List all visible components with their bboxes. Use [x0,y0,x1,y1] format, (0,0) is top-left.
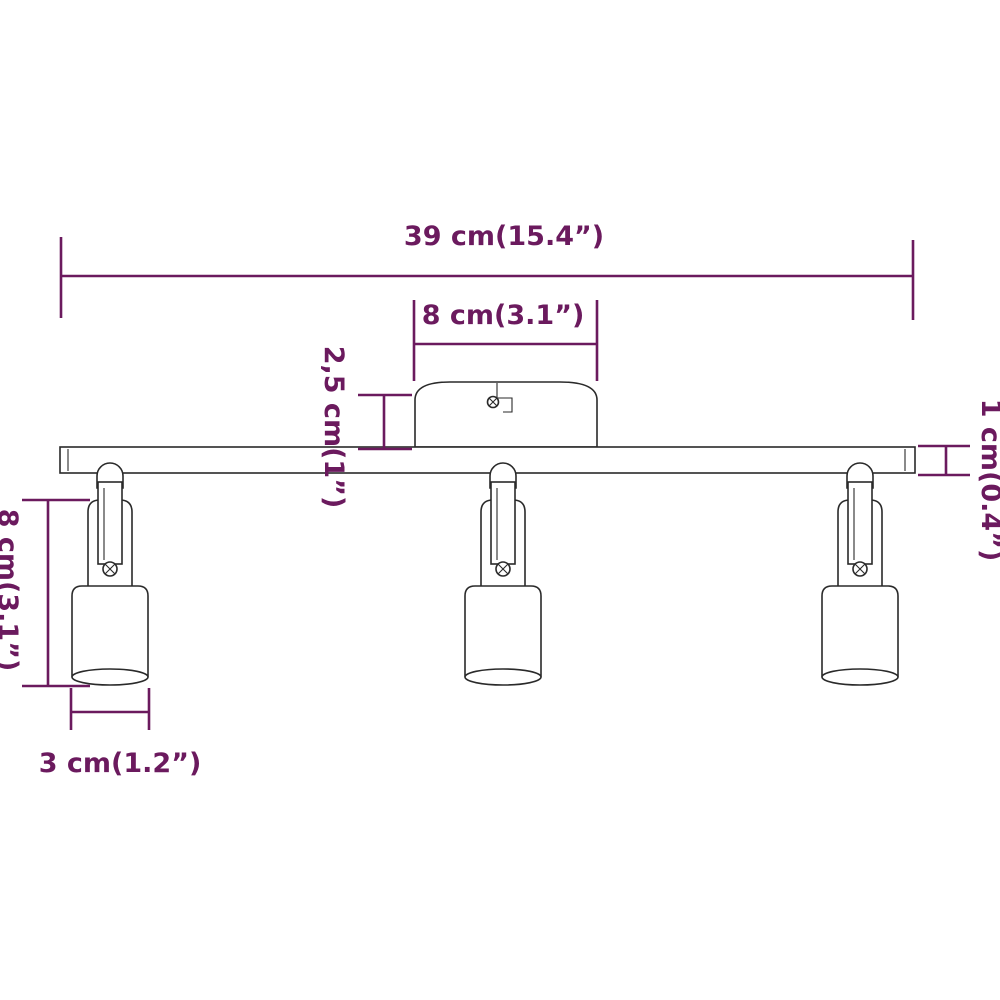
spot-lamp-head [821,585,899,677]
spotlight-fixture-drawing [59,381,916,686]
spot-stem [97,481,123,565]
rail [59,446,916,474]
spot-height-label: 8 cm(3.1”) [0,509,23,672]
spotlight-2 [464,462,542,686]
dimension-base-height: 2,5 cm(1”) [318,346,412,509]
dimension-rail-thickness: 1 cm(0.4”) [918,399,1000,562]
ceiling-base [414,381,598,448]
rail-thickness-label: 1 cm(0.4”) [975,399,1000,562]
base-height-label: 2,5 cm(1”) [318,346,349,509]
spot-lamp-head [71,585,149,677]
spot-lamp-opening [464,668,542,686]
spot-stem [847,481,873,565]
spot-diameter-label: 3 cm(1.2”) [39,748,202,779]
dimension-total-length: 39 cm(15.4”) [59,221,915,320]
base-width-label: 8 cm(3.1”) [422,300,585,331]
spot-stem [490,481,516,565]
spotlights [71,462,899,686]
spot-lamp-opening [821,668,899,686]
spot-lamp-opening [71,668,149,686]
spotlight-3 [821,462,899,686]
dimension-spot-diameter: 3 cm(1.2”) [39,688,202,779]
dimension-spot-height: 8 cm(3.1”) [0,498,90,688]
total-length-label: 39 cm(15.4”) [404,221,604,252]
dimension-base-width: 8 cm(3.1”) [412,300,599,381]
spot-lamp-head [464,585,542,677]
spotlight-1 [71,462,149,686]
